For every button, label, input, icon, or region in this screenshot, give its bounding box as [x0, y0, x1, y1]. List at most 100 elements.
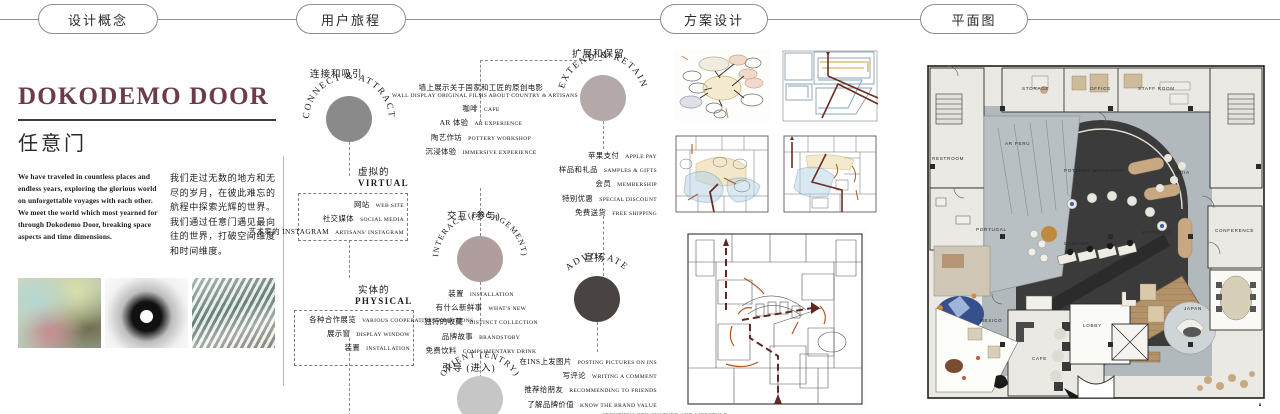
concept-image-strip [18, 278, 276, 348]
tab-label: 方案设计 [683, 12, 744, 28]
stage-node-orient[interactable] [457, 376, 503, 414]
stage-label-cn-interact: 交互 (参与) [447, 212, 501, 222]
plan-label-conference: CONFERENCE [1215, 228, 1255, 233]
stage-node-advocate[interactable] [574, 276, 620, 322]
connector-line [480, 356, 481, 378]
tab-label: 用户旅程 [320, 12, 381, 28]
floor-plan-drawing[interactable] [912, 46, 1280, 406]
plan-label-office: OFFICE [1090, 86, 1112, 91]
panel-floor-plan: STORAGE OFFICE STAFF ROOM RESTROOM AR PE… [912, 38, 1280, 414]
connector-line [480, 60, 481, 96]
stage-label-cn-orient: 引导 (进入) [442, 364, 496, 374]
plan-label-mexico: MEXICO [980, 318, 1003, 323]
title-underline [18, 119, 276, 121]
connector-line [480, 282, 481, 326]
sketch-axonometric[interactable] [782, 50, 878, 122]
concept-image-abstract-watercolor [18, 278, 101, 348]
list-item: 墙上展示关于国家和工匠的原创电影 WALL DISPLAY ORIGINAL F… [392, 83, 578, 99]
plan-label-restroom: RESTROOM [932, 156, 965, 161]
stage-label-cn-connect: 连接和吸引 [310, 70, 363, 80]
sketch-plan-zoning-b[interactable] [782, 134, 878, 214]
virtual-items-box [298, 193, 408, 241]
plan-label-storage: STORAGE [1022, 86, 1050, 91]
section-tab-rail: 设计概念 用户旅程 方案设计 平面图 [0, 0, 1280, 38]
plan-label-pottery-workshop: POTTERY WORKSHOP [1064, 168, 1126, 173]
page-subtitle: 任意门 [18, 133, 87, 155]
sketch-circulation-plan[interactable] [682, 228, 868, 410]
concept-image-black-eclipse [105, 278, 188, 348]
stage-label-cn-advocate: 宣扬 [584, 254, 606, 264]
connector-line [349, 338, 350, 414]
panel-scheme-design [660, 38, 912, 414]
connector-line [603, 121, 604, 149]
concept-body-english: We have traveled in countless places and… [18, 172, 158, 241]
rail-divider-line [0, 19, 1280, 20]
virtual-label-cn: 虚拟的 [358, 168, 390, 178]
connector-line [480, 60, 602, 61]
stage-node-interact[interactable] [457, 236, 503, 282]
tab-user-journey[interactable]: 用户旅程 [296, 4, 406, 34]
tab-scheme-design[interactable]: 方案设计 [660, 4, 768, 34]
stage-label-cn-extend: 扩展和保留 [572, 50, 625, 60]
tab-label: 设计概念 [67, 12, 128, 28]
physical-label-en: PHYSICAL [355, 296, 413, 306]
connector-line [603, 216, 604, 276]
connector-line [480, 96, 481, 122]
panel-design-concept: DOKODEMO DOOR 任意门 We have traveled in co… [0, 38, 292, 414]
plan-label-cashier: CASHIER [1064, 241, 1090, 246]
tab-floor-plan[interactable]: 平面图 [920, 4, 1028, 34]
physical-items-box [294, 310, 414, 366]
tab-design-concept[interactable]: 设计概念 [38, 4, 158, 34]
plan-label-cafe: CAFE [1032, 356, 1048, 361]
tab-label: 平面图 [951, 12, 997, 28]
page-title: DOKODEMO DOOR [18, 83, 270, 110]
plan-label-lobby: LOBBY [1083, 323, 1102, 328]
connector-line [480, 188, 481, 236]
orient-items-list: 墙上展示关于国家和工匠的原创电影 WALL DISPLAY ORIGINAL F… [392, 82, 578, 160]
connector-line [349, 240, 350, 278]
connector-line [349, 142, 350, 176]
sketch-concept-bubble-diagram[interactable] [674, 50, 770, 122]
sketch-plan-zoning-a[interactable] [674, 134, 770, 214]
plan-label-portugal: PORTUGAL [976, 227, 1007, 232]
plan-label-staff-room: STAFF ROOM [1138, 86, 1175, 91]
plan-label-ar-peru: AR PERU [1005, 141, 1031, 146]
stage-node-connect[interactable] [326, 96, 372, 142]
stage-node-extend[interactable] [580, 75, 626, 121]
virtual-label-en: VIRTUAL [358, 178, 409, 188]
plan-label-india: INDIA [1174, 170, 1190, 175]
connector-line [597, 322, 598, 352]
concept-image-marble-flow [192, 278, 275, 348]
plan-label-japan: JAPAN [1184, 306, 1202, 311]
